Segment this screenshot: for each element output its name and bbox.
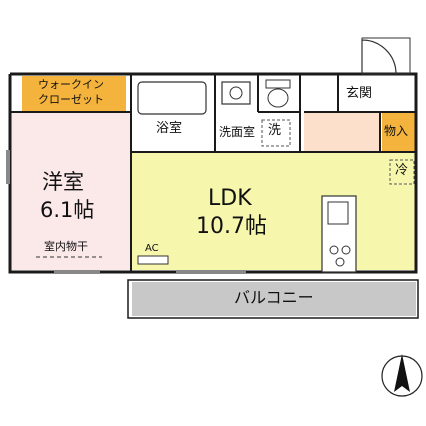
bath-label: 浴室: [156, 121, 183, 136]
balcony-label: バルコニー: [234, 288, 314, 307]
stove-burner: [329, 245, 339, 255]
balcony-outline: [127, 279, 419, 319]
washer-label: 洗: [268, 123, 282, 138]
toilet-tank: [265, 79, 291, 89]
washbasin-bowl: [229, 86, 243, 100]
walk-in-closet: [22, 76, 126, 112]
toilet-bowl: [267, 88, 289, 108]
entrance-label: 玄関: [346, 86, 373, 101]
ac-label: AC: [145, 243, 159, 254]
ac-unit: [137, 255, 169, 265]
western-room-size: 6.1帖: [40, 198, 95, 222]
north-arrow-icon: [394, 354, 410, 392]
drying-label: 室内物干: [44, 240, 88, 253]
entrance-door: [361, 39, 397, 75]
closet-label-2: クローゼット: [38, 93, 104, 106]
washer-space: [261, 119, 291, 147]
ldk-name: LDK: [208, 186, 252, 211]
stove-burner: [335, 257, 345, 267]
washbasin: [221, 81, 251, 105]
closet-label-1: ウォークイン: [38, 78, 104, 91]
stove-burner: [341, 245, 351, 255]
ldk-size: 10.7帖: [196, 214, 267, 239]
western-room-name: 洋室: [42, 170, 84, 194]
storage-label: 物入: [384, 124, 409, 138]
outer-wall: [8, 72, 418, 274]
western-room: [10, 112, 130, 270]
kitchen-counter: [321, 195, 357, 273]
fridge-label: 冷: [395, 163, 409, 178]
entrance-step: [361, 37, 411, 75]
fridge-space: [389, 159, 415, 185]
storage-room: [382, 112, 416, 152]
entrance-area: [304, 112, 380, 152]
ldk-room-right: [302, 152, 416, 270]
balcony: [132, 282, 416, 316]
bathtub: [137, 81, 207, 115]
washroom-label: 洗面室: [219, 125, 256, 139]
kitchen-sink: [327, 201, 349, 225]
